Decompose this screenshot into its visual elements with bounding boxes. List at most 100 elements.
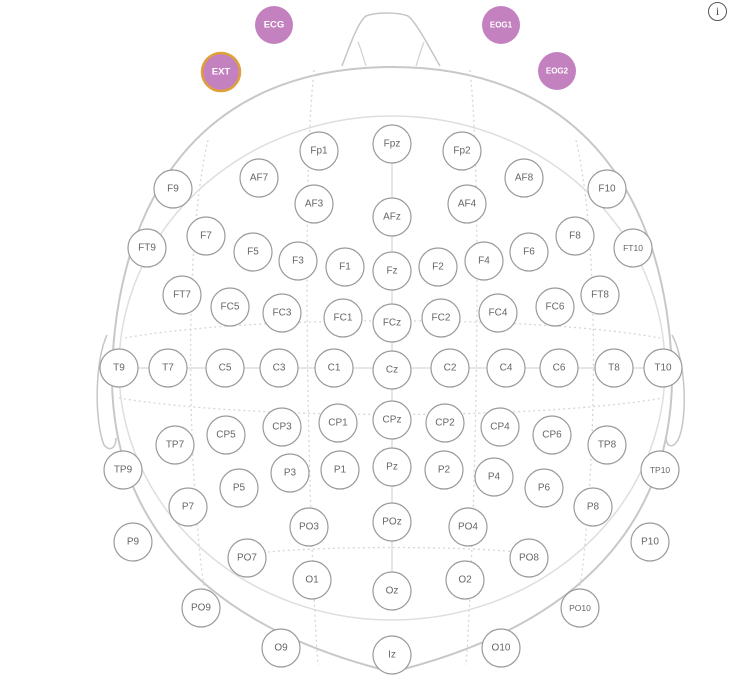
electrode-circle[interactable] bbox=[442, 131, 482, 171]
electrode-t8[interactable]: T8 bbox=[594, 348, 634, 388]
electrode-circle[interactable] bbox=[270, 453, 310, 493]
electrode-circle[interactable] bbox=[127, 228, 167, 268]
electrode-fz[interactable]: Fz bbox=[372, 251, 412, 291]
electrode-po3[interactable]: PO3 bbox=[289, 507, 329, 547]
electrode-circle[interactable] bbox=[573, 487, 613, 527]
electrode-p9[interactable]: P9 bbox=[113, 522, 153, 562]
electrode-p4[interactable]: P4 bbox=[474, 457, 514, 497]
electrode-ft7[interactable]: FT7 bbox=[162, 275, 202, 315]
electrode-fc5[interactable]: FC5 bbox=[210, 287, 250, 327]
electrode-tp10[interactable]: TP10 bbox=[640, 450, 680, 490]
aux-electrode-circle[interactable] bbox=[538, 52, 576, 90]
electrode-circle[interactable] bbox=[560, 588, 600, 628]
electrode-circle[interactable] bbox=[323, 298, 363, 338]
electrode-p6[interactable]: P6 bbox=[524, 468, 564, 508]
electrode-circle[interactable] bbox=[168, 487, 208, 527]
aux-electrode-circle[interactable] bbox=[200, 51, 242, 93]
electrode-circle[interactable] bbox=[299, 131, 339, 171]
electrode-circle[interactable] bbox=[474, 457, 514, 497]
electrode-circle[interactable] bbox=[480, 407, 520, 447]
electrode-circle[interactable] bbox=[205, 348, 245, 388]
electrode-circle[interactable] bbox=[210, 287, 250, 327]
electrode-circle[interactable] bbox=[259, 348, 299, 388]
electrode-f10[interactable]: F10 bbox=[587, 169, 627, 209]
aux-electrode-eog1[interactable]: EOG1 bbox=[482, 6, 520, 44]
electrode-o1[interactable]: O1 bbox=[292, 560, 332, 600]
electrode-cp2[interactable]: CP2 bbox=[425, 403, 465, 443]
electrode-circle[interactable] bbox=[509, 232, 549, 272]
electrode-circle[interactable] bbox=[587, 425, 627, 465]
electrode-f1[interactable]: F1 bbox=[325, 247, 365, 287]
electrode-fcz[interactable]: FCz bbox=[372, 303, 412, 343]
aux-electrode-ecg[interactable]: ECG bbox=[255, 6, 293, 44]
electrode-po8[interactable]: PO8 bbox=[509, 538, 549, 578]
electrode-f2[interactable]: F2 bbox=[418, 247, 458, 287]
electrode-circle[interactable] bbox=[430, 348, 470, 388]
electrode-fc4[interactable]: FC4 bbox=[478, 293, 518, 333]
electrode-circle[interactable] bbox=[372, 350, 412, 390]
electrode-circle[interactable] bbox=[486, 348, 526, 388]
electrode-circle[interactable] bbox=[535, 287, 575, 327]
electrode-fc1[interactable]: FC1 bbox=[323, 298, 363, 338]
electrode-circle[interactable] bbox=[464, 241, 504, 281]
electrode-circle[interactable] bbox=[372, 303, 412, 343]
electrode-c2[interactable]: C2 bbox=[430, 348, 470, 388]
electrode-circle[interactable] bbox=[320, 450, 360, 490]
electrode-circle[interactable] bbox=[318, 403, 358, 443]
electrode-f4[interactable]: F4 bbox=[464, 241, 504, 281]
electrode-circle[interactable] bbox=[613, 228, 653, 268]
electrode-fc6[interactable]: FC6 bbox=[535, 287, 575, 327]
electrode-fp1[interactable]: Fp1 bbox=[299, 131, 339, 171]
electrode-circle[interactable] bbox=[421, 298, 461, 338]
electrode-fp2[interactable]: Fp2 bbox=[442, 131, 482, 171]
electrode-circle[interactable] bbox=[103, 450, 143, 490]
electrode-cp4[interactable]: CP4 bbox=[480, 407, 520, 447]
electrode-circle[interactable] bbox=[580, 275, 620, 315]
electrode-circle[interactable] bbox=[113, 522, 153, 562]
electrode-cp3[interactable]: CP3 bbox=[262, 407, 302, 447]
aux-electrode-circle[interactable] bbox=[482, 6, 520, 44]
aux-electrode-eog2[interactable]: EOG2 bbox=[538, 52, 576, 90]
electrode-ft9[interactable]: FT9 bbox=[127, 228, 167, 268]
electrode-p2[interactable]: P2 bbox=[424, 450, 464, 490]
electrode-o2[interactable]: O2 bbox=[445, 560, 485, 600]
electrode-circle[interactable] bbox=[594, 348, 634, 388]
electrode-circle[interactable] bbox=[555, 216, 595, 256]
electrode-circle[interactable] bbox=[504, 158, 544, 198]
electrode-poz[interactable]: POz bbox=[372, 502, 412, 542]
electrode-f5[interactable]: F5 bbox=[233, 232, 273, 272]
electrode-circle[interactable] bbox=[233, 232, 273, 272]
electrode-circle[interactable] bbox=[278, 241, 318, 281]
electrode-circle[interactable] bbox=[181, 588, 221, 628]
electrode-circle[interactable] bbox=[424, 450, 464, 490]
electrode-circle[interactable] bbox=[418, 247, 458, 287]
electrode-cp6[interactable]: CP6 bbox=[532, 415, 572, 455]
electrode-cz[interactable]: Cz bbox=[372, 350, 412, 390]
electrode-p10[interactable]: P10 bbox=[630, 522, 670, 562]
electrode-tp9[interactable]: TP9 bbox=[103, 450, 143, 490]
electrode-c5[interactable]: C5 bbox=[205, 348, 245, 388]
electrode-circle[interactable] bbox=[206, 415, 246, 455]
electrode-circle[interactable] bbox=[372, 251, 412, 291]
electrode-circle[interactable] bbox=[509, 538, 549, 578]
electrode-fc3[interactable]: FC3 bbox=[262, 293, 302, 333]
electrode-circle[interactable] bbox=[643, 348, 683, 388]
aux-electrode-circle[interactable] bbox=[255, 6, 293, 44]
electrode-cp1[interactable]: CP1 bbox=[318, 403, 358, 443]
electrode-tp7[interactable]: TP7 bbox=[155, 425, 195, 465]
electrode-af4[interactable]: AF4 bbox=[447, 184, 487, 224]
electrode-c4[interactable]: C4 bbox=[486, 348, 526, 388]
electrode-circle[interactable] bbox=[186, 216, 226, 256]
electrode-af8[interactable]: AF8 bbox=[504, 158, 544, 198]
electrode-po10[interactable]: PO10 bbox=[560, 588, 600, 628]
electrode-f3[interactable]: F3 bbox=[278, 241, 318, 281]
electrode-po9[interactable]: PO9 bbox=[181, 588, 221, 628]
electrode-circle[interactable] bbox=[239, 158, 279, 198]
electrode-circle[interactable] bbox=[481, 628, 521, 668]
electrode-p3[interactable]: P3 bbox=[270, 453, 310, 493]
electrode-p1[interactable]: P1 bbox=[320, 450, 360, 490]
electrode-circle[interactable] bbox=[372, 197, 412, 237]
electrode-af3[interactable]: AF3 bbox=[294, 184, 334, 224]
electrode-circle[interactable] bbox=[325, 247, 365, 287]
electrode-c1[interactable]: C1 bbox=[314, 348, 354, 388]
